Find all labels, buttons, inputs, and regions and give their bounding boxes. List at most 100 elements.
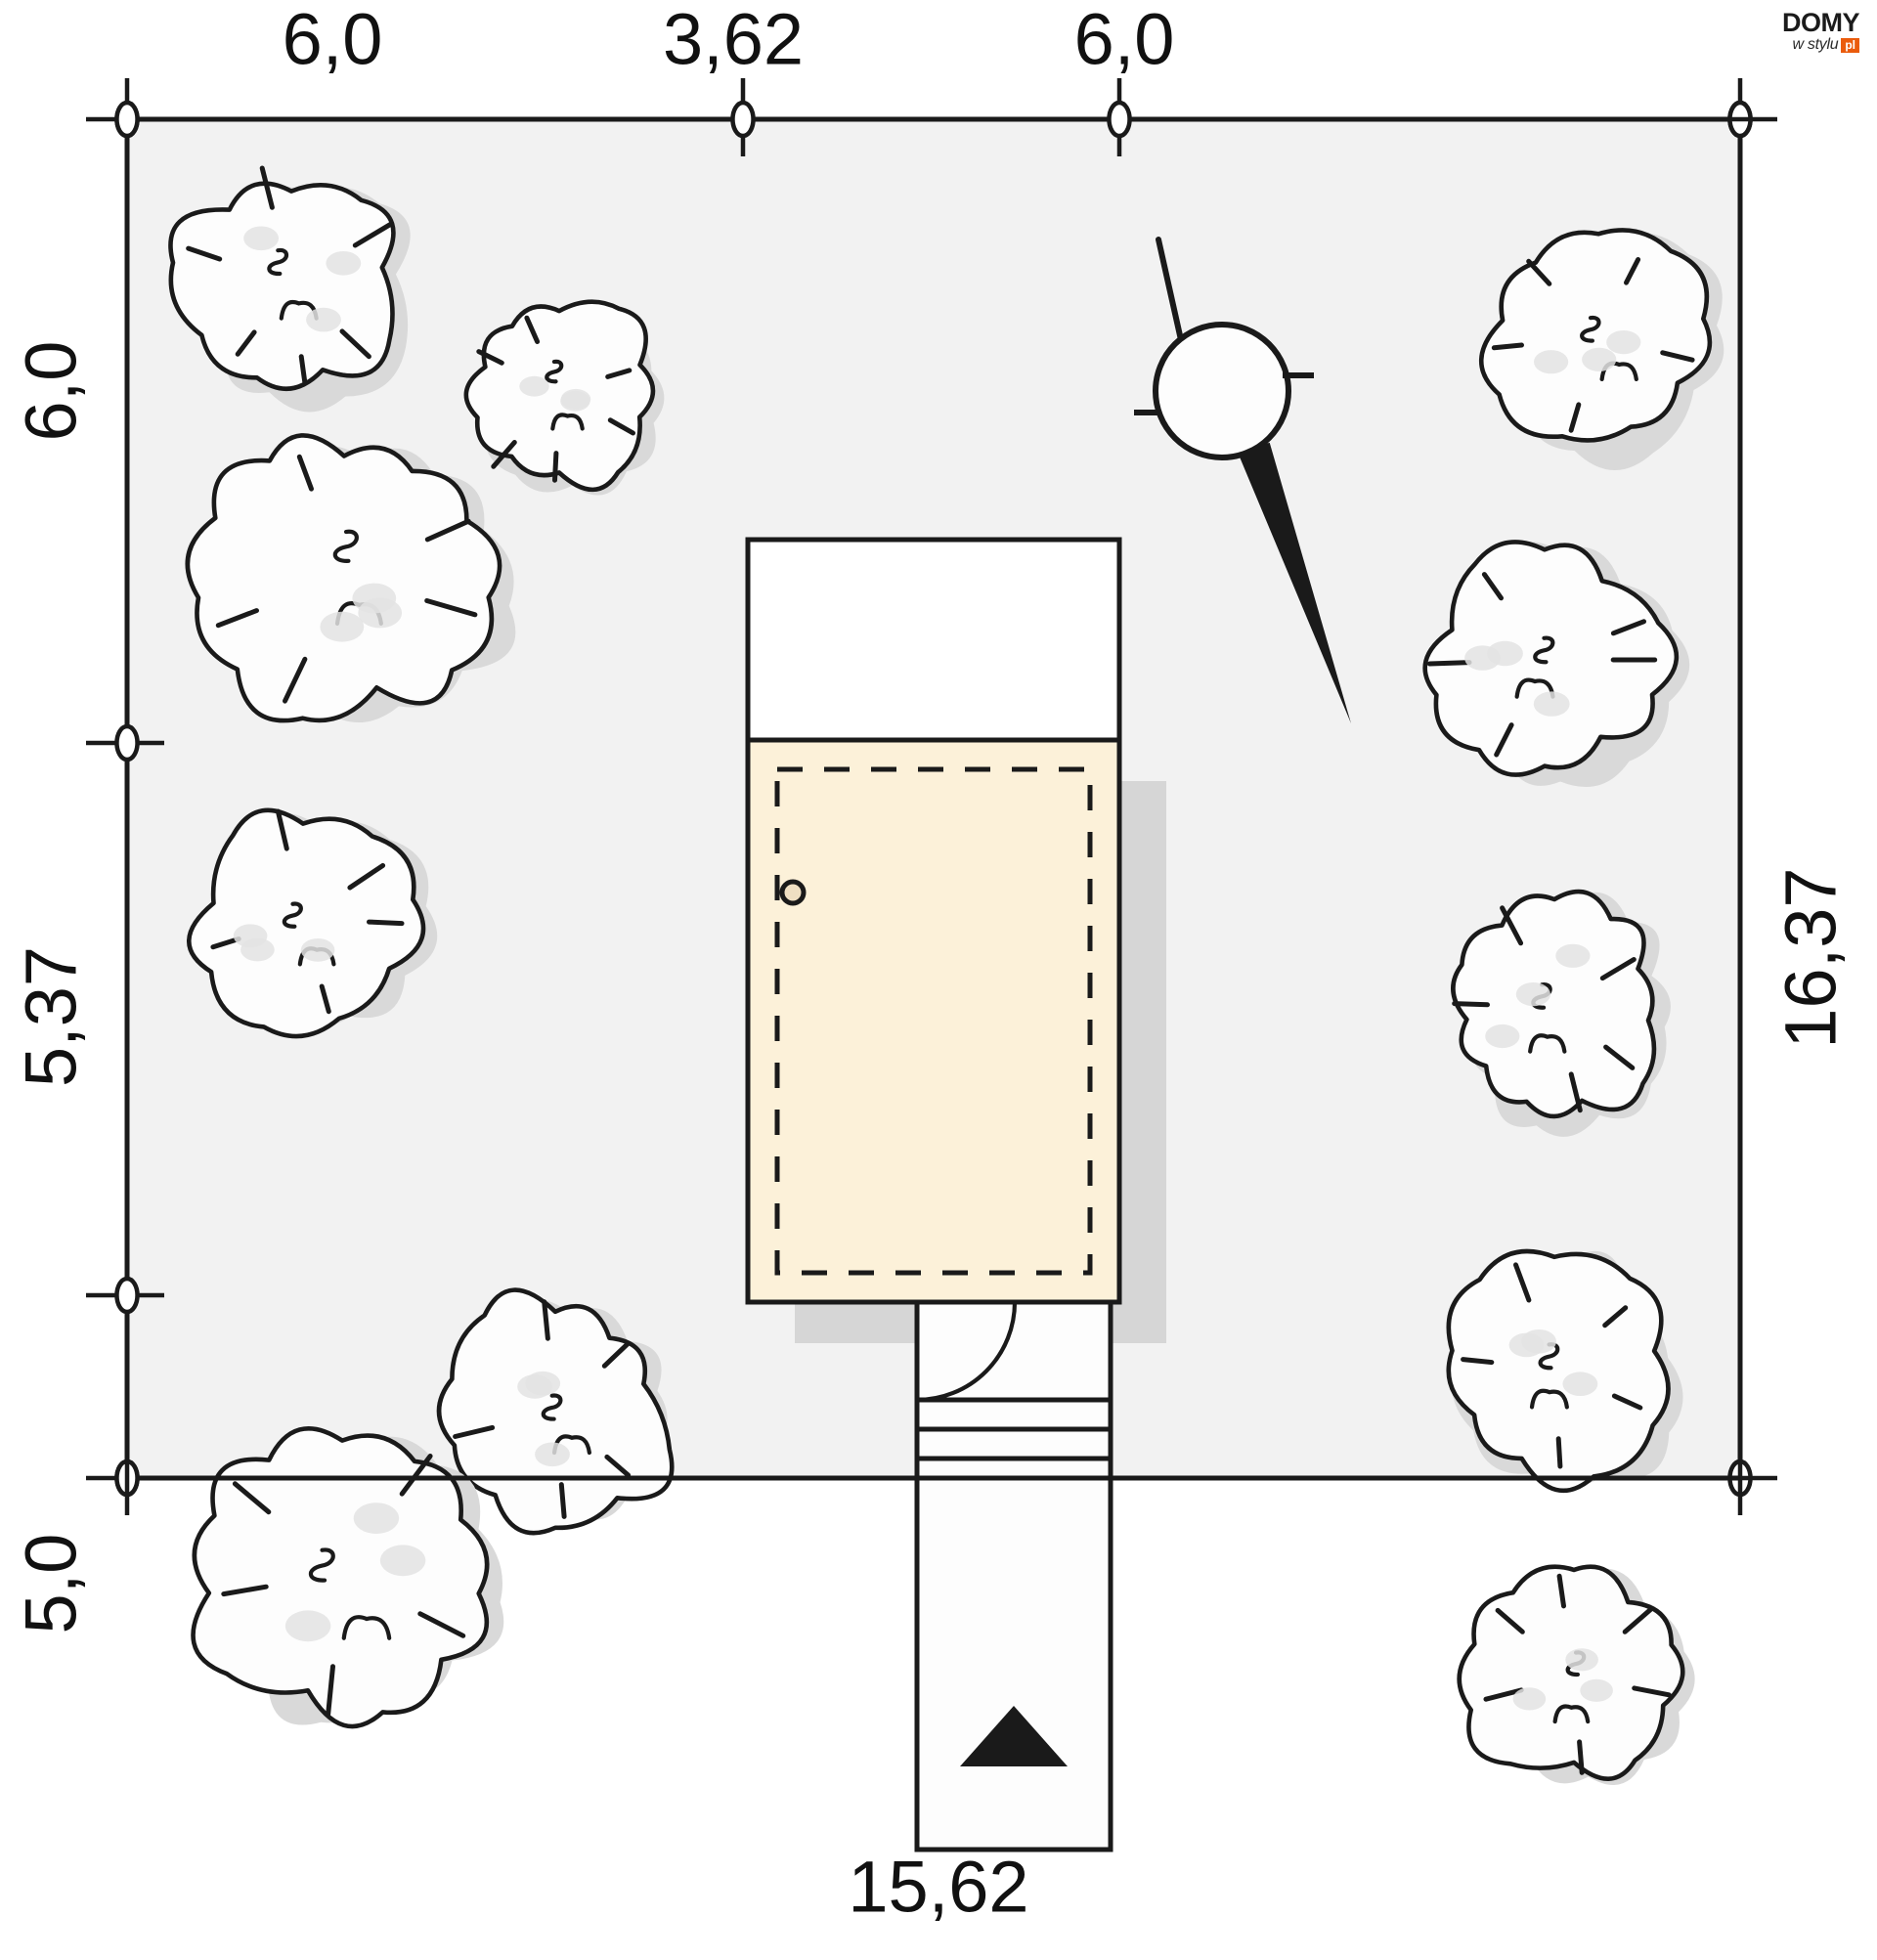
tree-detail-nick	[453, 1424, 496, 1439]
logo-wordmark: DOMY	[1782, 8, 1860, 37]
tree-1	[168, 165, 411, 413]
left-dim-node	[114, 100, 140, 139]
right-dimension-label: 16,37	[1769, 867, 1852, 1049]
tree-detail-nick	[1603, 1044, 1636, 1070]
bottom-dimension-label: 15,62	[848, 1846, 1029, 1928]
tree-detail-nick	[186, 245, 223, 262]
tree-detail-nick	[601, 1341, 630, 1369]
tree-detail-nick	[524, 315, 541, 344]
tree-detail-nick	[605, 368, 633, 379]
dim-node-marker	[730, 100, 756, 139]
tree-canopy	[1478, 228, 1713, 443]
tree-detail-figure-eight	[332, 529, 359, 563]
tree-detail-nick	[1495, 1607, 1525, 1634]
tree-detail-blob	[1508, 1332, 1545, 1358]
tree-detail-nick	[1624, 257, 1641, 285]
building-point-marker[interactable]	[779, 879, 807, 906]
tree-detail-nick	[399, 1454, 433, 1497]
brand-logo[interactable]: DOMY w stylu pl	[1782, 8, 1860, 53]
tree-detail-nick	[1452, 1001, 1490, 1008]
top-dimension-label: 6,0	[282, 0, 383, 80]
tree-detail-blob	[300, 938, 335, 962]
tree-detail-nick	[259, 165, 275, 210]
tree-detail-nick	[1660, 350, 1695, 363]
tree-detail-nick	[491, 440, 517, 469]
tree-detail-nick	[1632, 1685, 1672, 1698]
tree-detail-nick	[1491, 342, 1524, 351]
tree-detail-nick	[1481, 572, 1504, 601]
tree-detail-blob	[1562, 1372, 1598, 1396]
tree-detail-arch	[1528, 1033, 1567, 1054]
tree-canopy	[1422, 540, 1680, 777]
tree-detail-nick	[1599, 957, 1637, 981]
tree-detail-nick	[1611, 1393, 1643, 1411]
north-arrow-needle	[1238, 442, 1351, 723]
tree-2	[463, 299, 665, 496]
tree-detail-nick	[367, 919, 405, 927]
tree-detail-nick	[1513, 1262, 1532, 1303]
tree-7	[1478, 228, 1724, 471]
tree-detail-blob	[1565, 1648, 1598, 1672]
tree-9	[1451, 889, 1671, 1137]
tree-detail-arch	[279, 299, 319, 321]
tree-detail-blob	[1582, 347, 1617, 371]
tree-detail-blob	[284, 1610, 331, 1642]
north-arrow-tail	[1156, 237, 1184, 342]
entry-direction-arrow	[960, 1706, 1068, 1766]
tree-detail-nick	[1622, 1606, 1654, 1634]
tree-detail-nick	[424, 518, 471, 543]
tree-detail-blob	[233, 924, 268, 948]
dimension-lines	[86, 78, 1777, 1515]
tree-detail-nick	[215, 608, 259, 629]
tree-detail-nick	[221, 1584, 269, 1597]
tree-detail-blob	[1485, 1024, 1520, 1049]
building-upper-block[interactable]	[745, 537, 1122, 743]
tree-detail-figure-eight	[267, 247, 289, 277]
tree-detail-blob	[560, 388, 591, 410]
top-dim-node	[730, 100, 756, 139]
driveway-layer	[914, 1299, 1113, 1852]
tree-8	[1422, 540, 1690, 788]
top-dimension-label: 3,62	[662, 0, 805, 80]
dim-node-marker	[114, 723, 140, 762]
tree-detail-blob	[353, 1503, 400, 1534]
tree-detail-arch	[1529, 1388, 1569, 1410]
left-dim-node	[114, 1276, 140, 1315]
tree-detail-blob	[1606, 330, 1641, 355]
tree-detail-nick	[1568, 402, 1582, 433]
tree-3	[185, 433, 516, 723]
tree-detail-nick	[1556, 1573, 1566, 1609]
tree-detail-blob	[517, 1374, 552, 1399]
tree-detail-arch	[1552, 1704, 1591, 1724]
dim-node-marker	[114, 100, 140, 139]
tree-detail-nick	[347, 862, 386, 891]
left-dim-node	[114, 723, 140, 762]
tree-detail-nick	[1568, 1071, 1583, 1113]
trees-layer	[168, 165, 1724, 1786]
tree-detail-nick	[604, 1454, 632, 1478]
tree-detail-blob	[1534, 350, 1569, 374]
north-arrow-circle	[1153, 322, 1291, 460]
tree-detail-nick	[326, 1664, 335, 1718]
tree-detail-blob	[243, 226, 279, 251]
tree-canopy	[168, 181, 396, 391]
tree-detail-nick	[319, 983, 331, 1015]
building-main-body[interactable]	[745, 737, 1122, 1305]
tree-detail-nick	[1483, 1687, 1524, 1702]
tree-detail-blob	[326, 251, 362, 276]
tree-11	[1457, 1564, 1695, 1786]
tree-detail-blob	[535, 1442, 570, 1467]
tree-detail-nick	[339, 328, 371, 360]
tree-detail-nick	[1500, 905, 1524, 946]
entry-path[interactable]	[914, 1299, 1113, 1852]
dim-node-marker	[1107, 100, 1132, 139]
tree-detail-blob	[1533, 691, 1570, 717]
tree-detail-nick	[283, 656, 308, 704]
tree-detail-nick	[1494, 722, 1514, 758]
tree-detail-nick	[417, 1611, 466, 1638]
tree-detail-blob	[1580, 1678, 1613, 1702]
tree-detail-figure-eight	[545, 359, 564, 384]
tree-detail-arch	[550, 413, 585, 431]
tree-detail-arch	[341, 1615, 392, 1640]
